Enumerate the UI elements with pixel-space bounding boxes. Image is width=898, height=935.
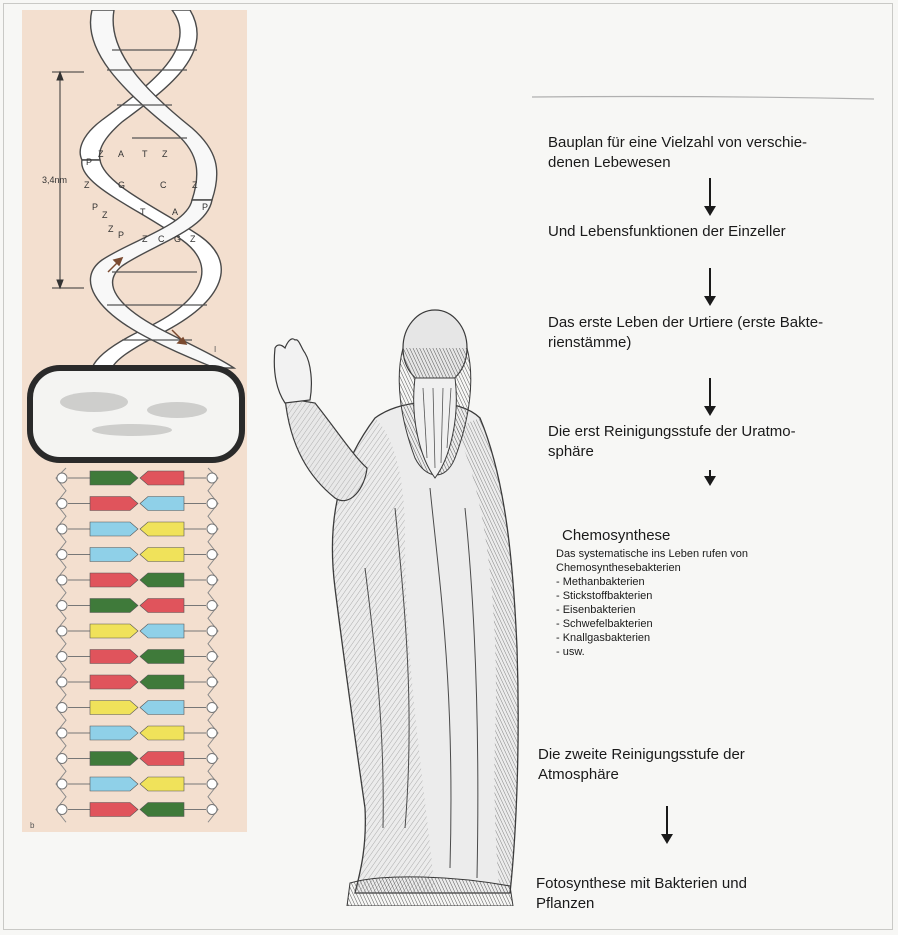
base-pair	[57, 675, 217, 689]
base-letter: Z	[142, 234, 148, 244]
base-letter: G	[118, 180, 125, 190]
base-pair	[57, 522, 217, 536]
base-letter: Z	[190, 234, 196, 244]
chemosynthese-line: Das systematische ins Leben rufen von	[556, 547, 748, 561]
base-pair	[57, 701, 217, 715]
step-1-line-2: denen Lebewesen	[548, 153, 671, 173]
step-6-line-2: Pflanzen	[536, 894, 594, 914]
chemosynthese-list-item: - usw.	[556, 645, 585, 659]
base-pair	[57, 471, 217, 485]
dna-double-helix: 3,4nm P Z A T Z Z G C Z P Z T A P Z P Z …	[22, 10, 247, 832]
chemosynthese-title: Chemosynthese	[562, 526, 670, 546]
step-6-line-1: Fotosynthese mit Bakterien und	[536, 874, 747, 894]
base-letter: Z	[192, 180, 198, 190]
chemosynthese-list-item: - Schwefelbakterien	[556, 617, 653, 631]
base-letter: P	[92, 202, 98, 212]
base-pair	[57, 777, 217, 791]
arrow-down-icon	[703, 178, 717, 216]
step-5-line-1: Die zweite Reinigungsstufe der	[538, 745, 745, 765]
base-pair	[57, 752, 217, 766]
chemosynthese-line: Chemosynthesebakterien	[556, 561, 681, 575]
chemosynthese-list-item: - Methanbakterien	[556, 575, 645, 589]
arrow-down-icon	[703, 268, 717, 306]
figure-engraving	[255, 308, 520, 906]
base-letter: A	[172, 207, 178, 217]
base-pair	[57, 573, 217, 587]
base-letter: T	[142, 149, 148, 159]
arrow-down-icon	[703, 378, 717, 416]
base-letter: Z	[108, 224, 114, 234]
base-letter: P	[202, 202, 208, 212]
base-pair	[57, 548, 217, 562]
base-pair	[57, 624, 217, 638]
base-letter: C	[160, 180, 167, 190]
base-letter: Z	[102, 210, 108, 220]
base-letter: P	[118, 230, 124, 240]
base-letter: Z	[84, 180, 90, 190]
base-pair	[57, 650, 217, 664]
base-letter: G	[174, 234, 181, 244]
base-letter: Z	[98, 149, 104, 159]
step-5-line-2: Atmosphäre	[538, 765, 619, 785]
strand-mark: I	[214, 345, 216, 354]
base-pair	[57, 599, 217, 613]
base-letter: P	[86, 157, 92, 167]
base-pair	[57, 497, 217, 511]
bearded-figure-illustration	[255, 308, 520, 906]
dna-illustration: 3,4nm P Z A T Z Z G C Z P Z T A P Z P Z …	[22, 10, 247, 832]
measure-label: 3,4nm	[42, 175, 67, 185]
step-4-line-1: Die erst Reinigungsstufe der Uratmo-	[548, 422, 796, 442]
chemosynthese-list-item: - Stickstoffbakterien	[556, 589, 652, 603]
top-rule-line	[532, 94, 874, 100]
chemosynthese-list-item: - Eisenbakterien	[556, 603, 636, 617]
base-letter: C	[158, 234, 165, 244]
base-pair	[57, 726, 217, 740]
base-letter: A	[118, 149, 124, 159]
base-pair	[57, 803, 217, 817]
base-letter: T	[140, 207, 146, 217]
step-3-line-1: Das erste Leben der Urtiere (erste Bakte…	[548, 313, 823, 333]
step-3-line-2: rienstämme)	[548, 333, 631, 353]
step-2-line-1: Und Lebensfunktionen der Einzeller	[548, 222, 786, 242]
arrow-down-icon	[660, 806, 674, 844]
base-letter: Z	[162, 149, 168, 159]
chemosynthese-list-item: - Knallgasbakterien	[556, 631, 650, 645]
step-4-line-2: sphäre	[548, 442, 594, 462]
arrow-down-icon	[703, 470, 717, 486]
panel-label: b	[30, 821, 35, 830]
step-1-line-1: Bauplan für eine Vielzahl von verschie-	[548, 133, 807, 153]
magnifier-box	[30, 368, 242, 460]
